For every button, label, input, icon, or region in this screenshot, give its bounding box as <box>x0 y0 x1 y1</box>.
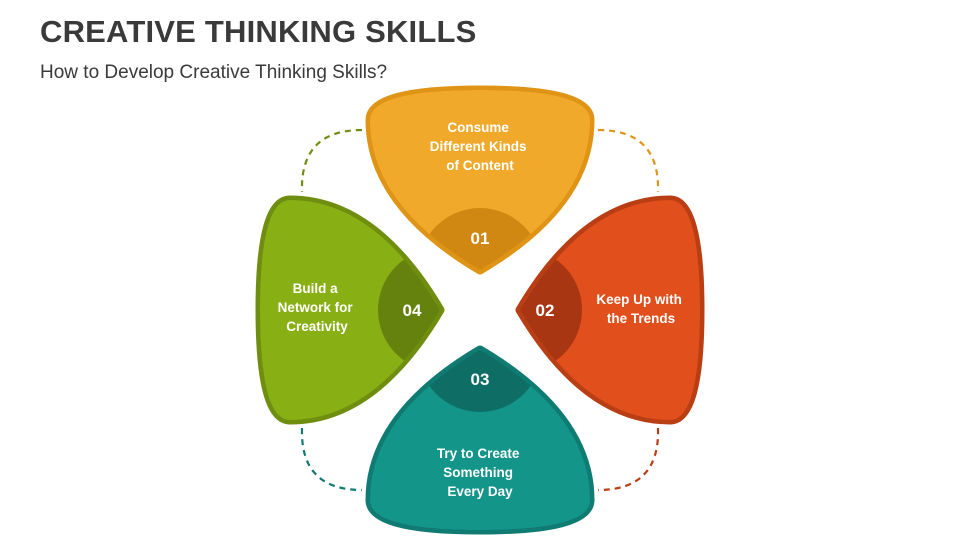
step-04-number: 04 <box>403 301 422 320</box>
step-04-line-1: Build a <box>293 281 338 296</box>
step-04-label: Build a Network for Creativity <box>278 281 357 334</box>
step-04-line-3: Creativity <box>286 319 348 334</box>
step-03-line-3: Every Day <box>447 484 513 499</box>
connector-top-left <box>300 128 363 193</box>
step-01-line-3: of Content <box>446 158 514 173</box>
step-03-number: 03 <box>471 370 490 389</box>
connector-bottom-right <box>597 427 660 492</box>
step-03-line-2: Something <box>443 465 513 480</box>
page-subtitle: How to Develop Creative Thinking Skills? <box>40 62 388 83</box>
step-03-line-1: Try to Create <box>437 446 520 461</box>
step-02-label: Keep Up with the Trends <box>596 292 685 326</box>
step-04-petal: Build a Network for Creativity 04 <box>255 195 445 425</box>
step-01-line-1: Consume <box>447 120 509 135</box>
step-03-label: Try to Create Something Every Day <box>437 446 523 499</box>
step-01-petal: Consume Different Kinds of Content 01 <box>365 85 595 275</box>
step-02-number: 02 <box>536 301 555 320</box>
connector-top-right <box>597 128 660 193</box>
step-02-line-1: Keep Up with <box>596 292 682 307</box>
step-03-petal: Try to Create Something Every Day 03 <box>365 345 595 535</box>
step-01-label: Consume Different Kinds of Content <box>430 120 531 173</box>
step-04-line-2: Network for <box>278 300 354 315</box>
connector-bottom-left <box>300 427 363 492</box>
step-02-line-2: the Trends <box>607 311 675 326</box>
page-title: CREATIVE THINKING SKILLS <box>40 14 477 49</box>
step-01-line-2: Different Kinds <box>430 139 527 154</box>
step-01-number: 01 <box>471 229 490 248</box>
step-02-petal: Keep Up with the Trends 02 <box>515 195 705 425</box>
